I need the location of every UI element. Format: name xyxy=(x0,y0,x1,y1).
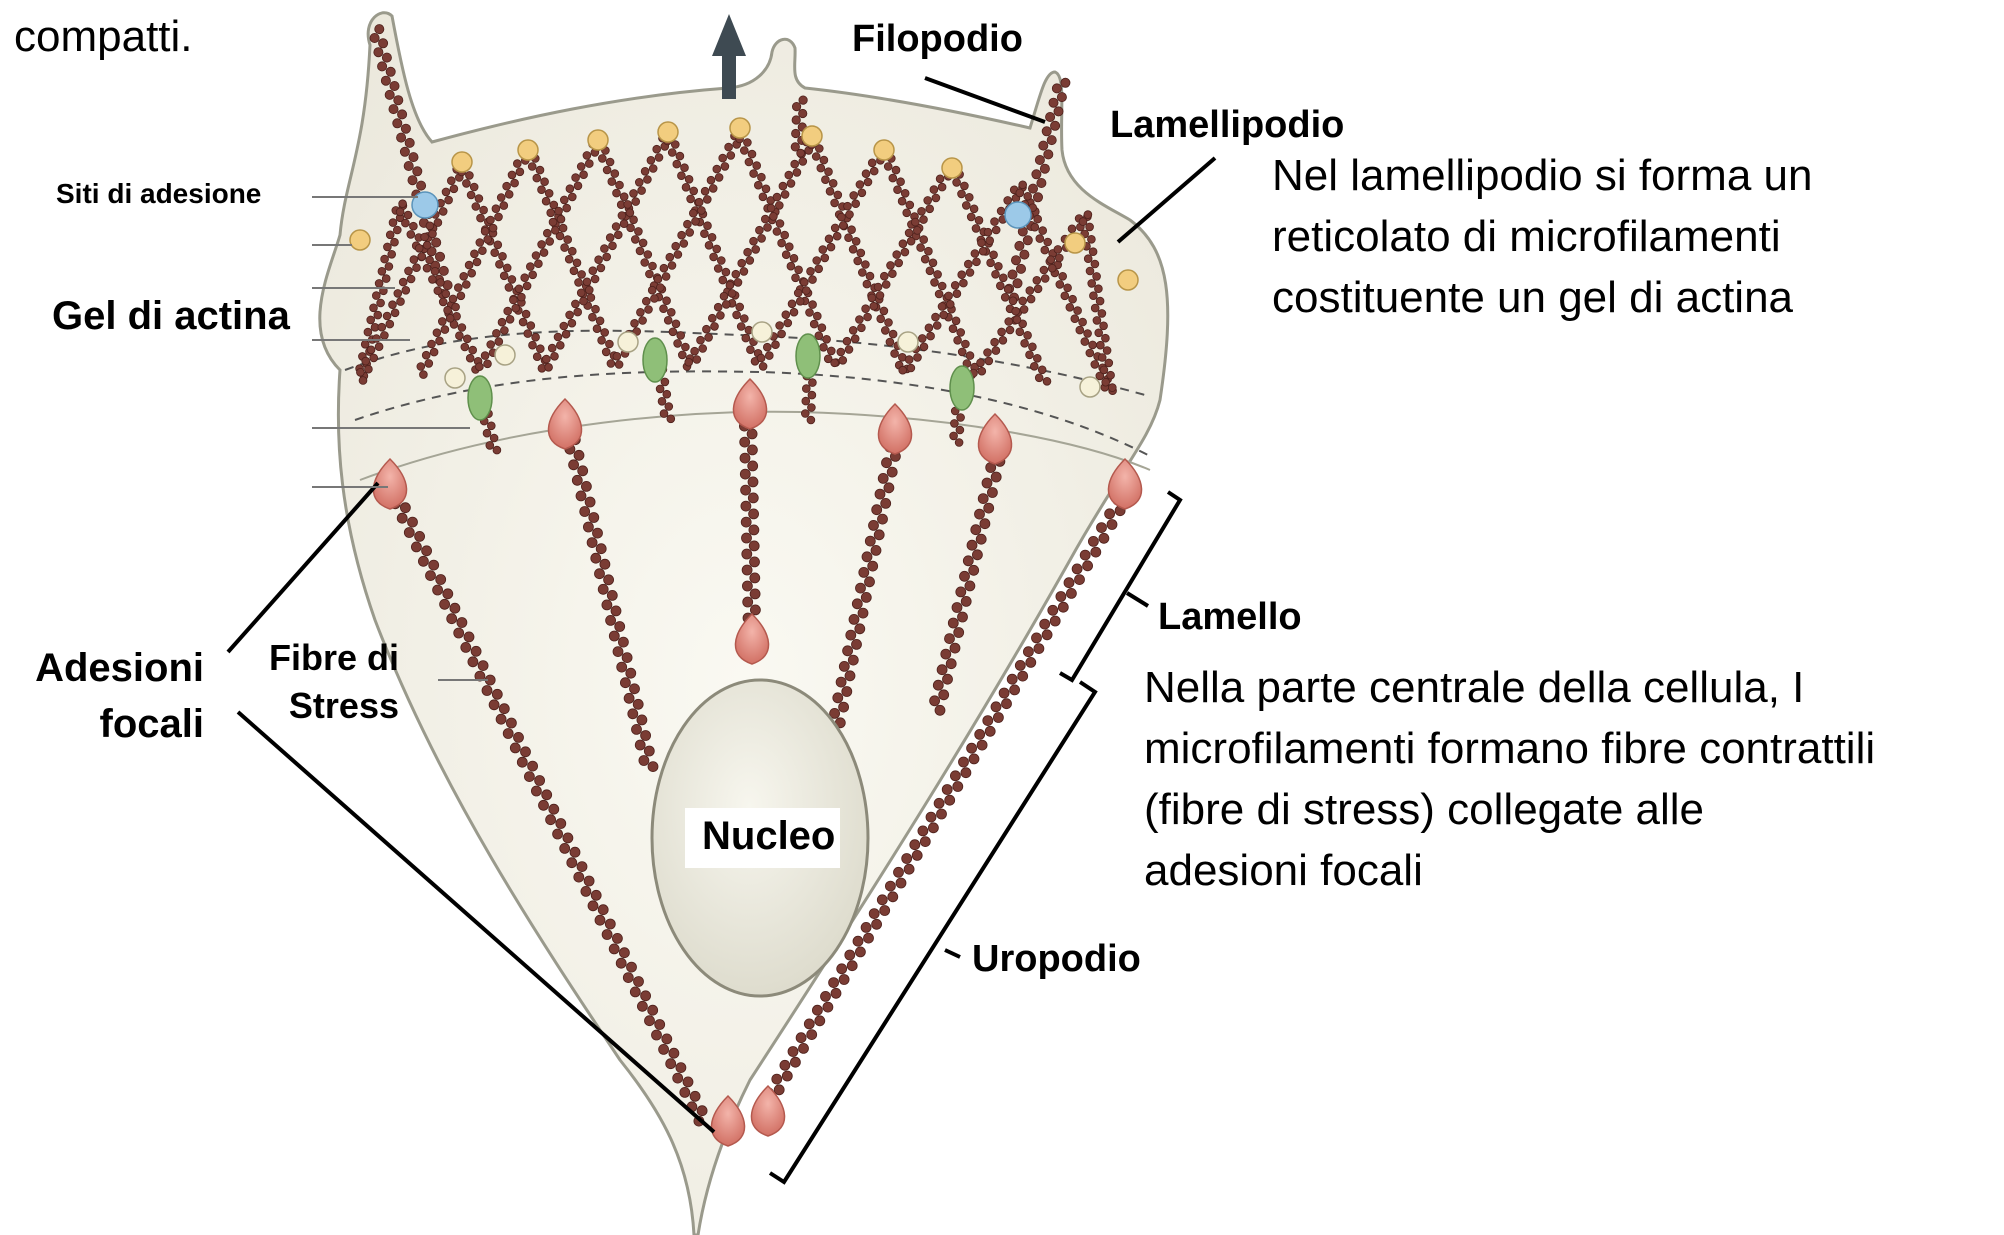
adhesion-site-pale xyxy=(898,332,918,352)
adhesion-site-pale xyxy=(752,322,772,342)
adhesion-site-yellow xyxy=(518,140,538,160)
adhesion-site-pale xyxy=(445,368,465,388)
desc-lamello-line-3: (fibre di stress) collegate alle xyxy=(1144,779,1994,840)
adhesion-site-pale xyxy=(1080,377,1100,397)
adhesion-site-yellow xyxy=(658,122,678,142)
adhesion-site-green xyxy=(796,334,820,378)
label-gel-actina: Gel di actina xyxy=(52,294,290,339)
adhesion-site-green xyxy=(643,338,667,382)
adhesion-site-yellow xyxy=(1118,270,1138,290)
adhesion-site-pale xyxy=(495,345,515,365)
adhesion-site-pale xyxy=(618,332,638,352)
adhesion-site-yellow xyxy=(730,118,750,138)
adhesion-site-yellow xyxy=(452,152,472,172)
adhesion-site-yellow xyxy=(942,158,962,178)
adhesion-site-yellow xyxy=(350,230,370,250)
label-adesioni-focali: Adesioni focali xyxy=(14,640,204,752)
label-fibre-stress: Fibre di Stress xyxy=(244,634,399,730)
desc-lamello-line-1: Nella parte centrale della cellula, I xyxy=(1144,657,1994,718)
desc-lamellipodio-line-2: reticolato di microfilamenti xyxy=(1272,206,1972,267)
description-lamello: Nella parte centrale della cellula, I mi… xyxy=(1144,657,1994,901)
label-fibre-line-1: Fibre di xyxy=(244,634,399,682)
adhesion-site-green xyxy=(468,376,492,420)
lamellipodio-leader-line xyxy=(1118,158,1215,242)
adhesion-site-blue xyxy=(412,192,438,218)
label-lamello: Lamello xyxy=(1158,596,1302,639)
adhesion-site-yellow xyxy=(874,140,894,160)
description-lamellipodio: Nel lamellipodio si forma un reticolato … xyxy=(1272,145,1972,328)
label-adesioni-line-1: Adesioni xyxy=(14,640,204,696)
adhesion-site-blue xyxy=(1005,202,1031,228)
label-adesioni-line-2: focali xyxy=(14,696,204,752)
label-siti-adesione: Siti di adesione xyxy=(56,178,261,210)
label-uropodio: Uropodio xyxy=(972,938,1141,981)
desc-lamellipodio-line-3: costituente un gel di actina xyxy=(1272,267,1972,328)
intro-text-fragment: compatti. xyxy=(14,12,193,62)
desc-lamello-line-4: adesioni focali xyxy=(1144,840,1994,901)
adesioni-focali-leader-line-upper xyxy=(228,483,378,652)
label-lamellipodio: Lamellipodio xyxy=(1110,104,1344,147)
label-filopodio: Filopodio xyxy=(852,18,1023,61)
adhesion-site-green xyxy=(950,366,974,410)
label-nucleo: Nucleo xyxy=(702,814,835,859)
desc-lamello-line-2: microfilamenti formano fibre contrattili xyxy=(1144,718,1994,779)
adhesion-site-yellow xyxy=(802,126,822,146)
adhesion-site-yellow xyxy=(1065,233,1085,253)
desc-lamellipodio-line-1: Nel lamellipodio si forma un xyxy=(1272,145,1972,206)
label-fibre-line-2: Stress xyxy=(244,682,399,730)
adhesion-site-yellow xyxy=(588,130,608,150)
